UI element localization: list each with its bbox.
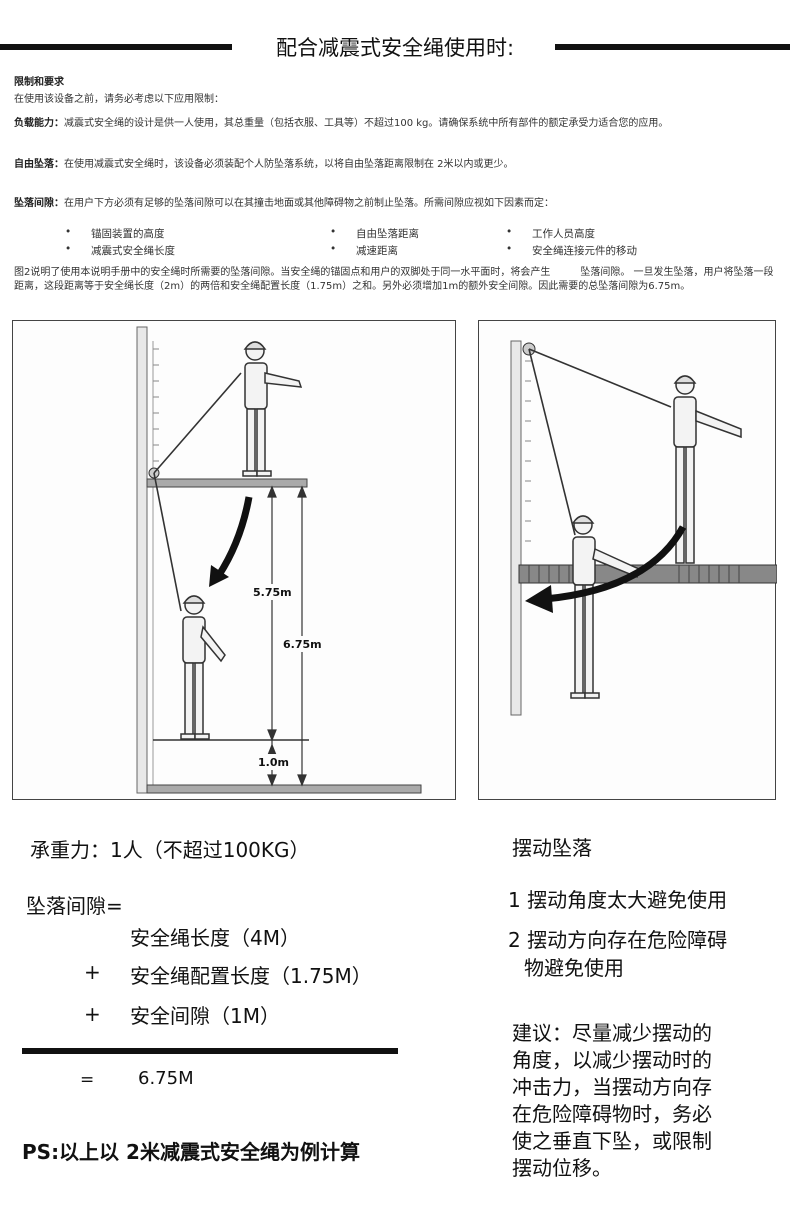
worker-standing <box>242 341 303 477</box>
clearance-label: 坠落间隙： <box>14 198 64 209</box>
advice-line: 角度，以减少摆动时的 <box>512 1048 712 1072</box>
dimension-label-5-75: 5.75m <box>253 586 292 599</box>
advice-block: 建议：尽量减少摆动的 角度，以减少摆动时的 冲击力，当摆动方向存 在危险障碍物时… <box>512 1020 712 1182</box>
advice-line: 摆动位移。 <box>512 1156 612 1180</box>
formula-term-deployment-length: 安全绳配置长度（1.75M） <box>130 964 372 988</box>
swing-arrow <box>544 525 687 603</box>
factor-item: 锚固装置的高度 <box>65 226 164 241</box>
factor-item: 自由坠落距离 <box>330 226 419 241</box>
load-label: 负载能力： <box>14 118 64 129</box>
free-fall-paragraph: 自由坠落：在使用减震式安全绳时，该设备必须装配个人防坠落系统，以将自由坠落距离限… <box>14 158 784 172</box>
clearance-text: 在用户下方必须有足够的坠落间隙可以在其撞击地面或其他障碍物之前制止坠落。所需间隙… <box>64 198 554 209</box>
worker-swinging <box>570 515 640 699</box>
freefall-text: 在使用减震式安全绳时，该设备必须装配个人防坠落系统，以将自由坠落距离限制在 2米… <box>64 159 514 170</box>
load-capacity-text: 承重力：1人（不超过100KG） <box>30 838 310 862</box>
wall <box>510 340 522 716</box>
title-row: 配合减震式安全绳使用时: <box>0 30 790 66</box>
ps-note: PS:以上以 2米减震式安全绳为例计算 <box>22 1140 360 1164</box>
title-rule-left <box>0 44 232 50</box>
factor-item: 工作人员高度 <box>506 226 595 241</box>
formula-result: 6.75M <box>138 1068 194 1089</box>
wall <box>136 326 159 794</box>
advice-line: 使之垂直下坠，或限制 <box>512 1129 712 1153</box>
formula-plus-1: + <box>84 960 101 984</box>
formula-term-safety-clearance: 安全间隙（1M） <box>130 1004 280 1028</box>
dimension-label-6-75: 6.75m <box>283 638 322 651</box>
worker-after-fall <box>180 595 226 740</box>
formula-label: 坠落间隙= <box>26 894 123 918</box>
worker-standing <box>673 375 742 564</box>
formula-term-lanyard-length: 安全绳长度（4M） <box>130 926 300 950</box>
formula-equals: = <box>80 1070 95 1090</box>
fall-arrow <box>216 496 253 577</box>
limits-intro: 在使用该设备之前，请务必考虑以下应用限制： <box>14 94 224 105</box>
swing-fall-heading: 摆动坠落 <box>512 836 592 860</box>
factor-item: 减速距离 <box>330 243 398 258</box>
load-text: 减震式安全绳的设计是供一人使用，其总重量（包括衣服、工具等）不超过100 kg。… <box>64 118 669 129</box>
advice-line: 冲击力，当摆动方向存 <box>512 1075 712 1099</box>
figure-note-paragraph: 图2说明了使用本说明手册中的安全绳时所需要的坠落间隙。当安全绳的锚固点和用户的双… <box>14 267 774 292</box>
limits-heading: 限制和要求 <box>14 77 64 88</box>
swing-item-1: 1 摆动角度太大避免使用 <box>508 888 728 912</box>
freefall-label: 自由坠落： <box>14 159 64 170</box>
upper-platform <box>146 478 308 488</box>
dimension-label-1-0: 1.0m <box>258 756 289 769</box>
formula-plus-2: + <box>84 1002 101 1026</box>
swing-item-2: 2 摆动方向存在危险障碍 <box>508 928 728 952</box>
load-capacity-paragraph: 负载能力：减震式安全绳的设计是供一人使用，其总重量（包括衣服、工具等）不超过10… <box>14 117 784 131</box>
ground-platform <box>146 784 422 794</box>
factor-item: 减震式安全绳长度 <box>65 243 175 258</box>
advice-line: 在危险障碍物时，务必 <box>512 1102 712 1126</box>
page-title: 配合减震式安全绳使用时: <box>275 36 515 60</box>
fall-clearance-paragraph: 坠落间隙：在用户下方必须有足够的坠落间隙可以在其撞击地面或其他障碍物之前制止坠落… <box>14 197 784 211</box>
fall-clearance-figure: 5.75m 6.75m 1.0m <box>12 320 456 800</box>
formula-divider <box>22 1048 398 1054</box>
swing-item-2-cont: 物避免使用 <box>524 956 624 980</box>
swing-fall-figure <box>478 320 777 800</box>
title-rule-right <box>555 44 790 50</box>
factor-item: 安全绳连接元件的移动 <box>506 243 637 258</box>
advice-line: 建议：尽量减少摆动的 <box>512 1021 712 1045</box>
